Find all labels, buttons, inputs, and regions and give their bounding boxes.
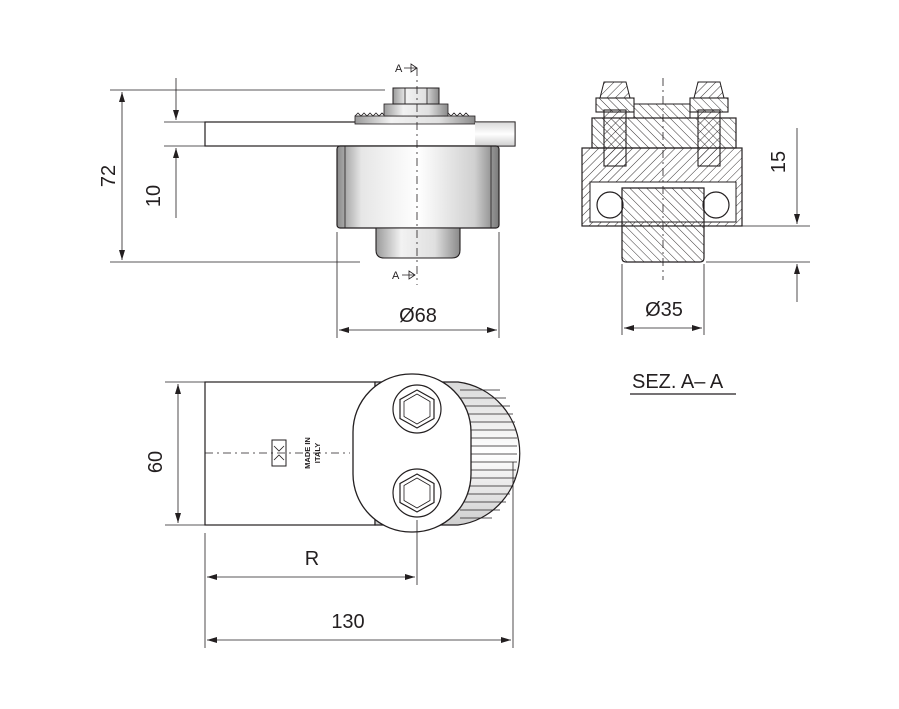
dim-10: 10 xyxy=(143,185,165,207)
front-view: A A 72 10 Ø68 xyxy=(98,63,516,338)
section-marker-bottom: A xyxy=(392,270,400,282)
dim-d35: Ø35 xyxy=(645,299,683,321)
dim-d68: Ø68 xyxy=(399,305,437,327)
stamp-italy: ITALY xyxy=(313,443,322,463)
dim-72: 72 xyxy=(98,165,120,187)
cylinder-body xyxy=(336,145,500,229)
section-title: SEZ. A– A xyxy=(632,371,724,393)
dim-r: R xyxy=(305,548,319,570)
ball-left xyxy=(596,191,624,219)
knurled-washer xyxy=(354,115,476,125)
hex-bolt-top xyxy=(392,384,442,434)
stamp-made-in: MADE IN xyxy=(303,437,312,469)
hex-bolt-bottom xyxy=(392,468,442,518)
dim-15: 15 xyxy=(768,151,790,173)
brand-logo-icon xyxy=(271,439,287,467)
hex-nut xyxy=(392,87,440,105)
bolt-right xyxy=(697,109,721,167)
top-plate xyxy=(204,121,516,147)
lower-pin xyxy=(375,227,461,259)
dim-130: 130 xyxy=(331,611,364,633)
dim-60: 60 xyxy=(145,451,167,473)
plan-view: MADE IN ITALY 60 R 130 xyxy=(145,373,521,648)
section-view: 15 Ø35 SEZ. A– A xyxy=(581,78,810,395)
plan-body xyxy=(204,381,376,526)
ball-right xyxy=(702,191,730,219)
section-marker-top: A xyxy=(395,63,403,75)
bolt-left xyxy=(603,109,627,167)
